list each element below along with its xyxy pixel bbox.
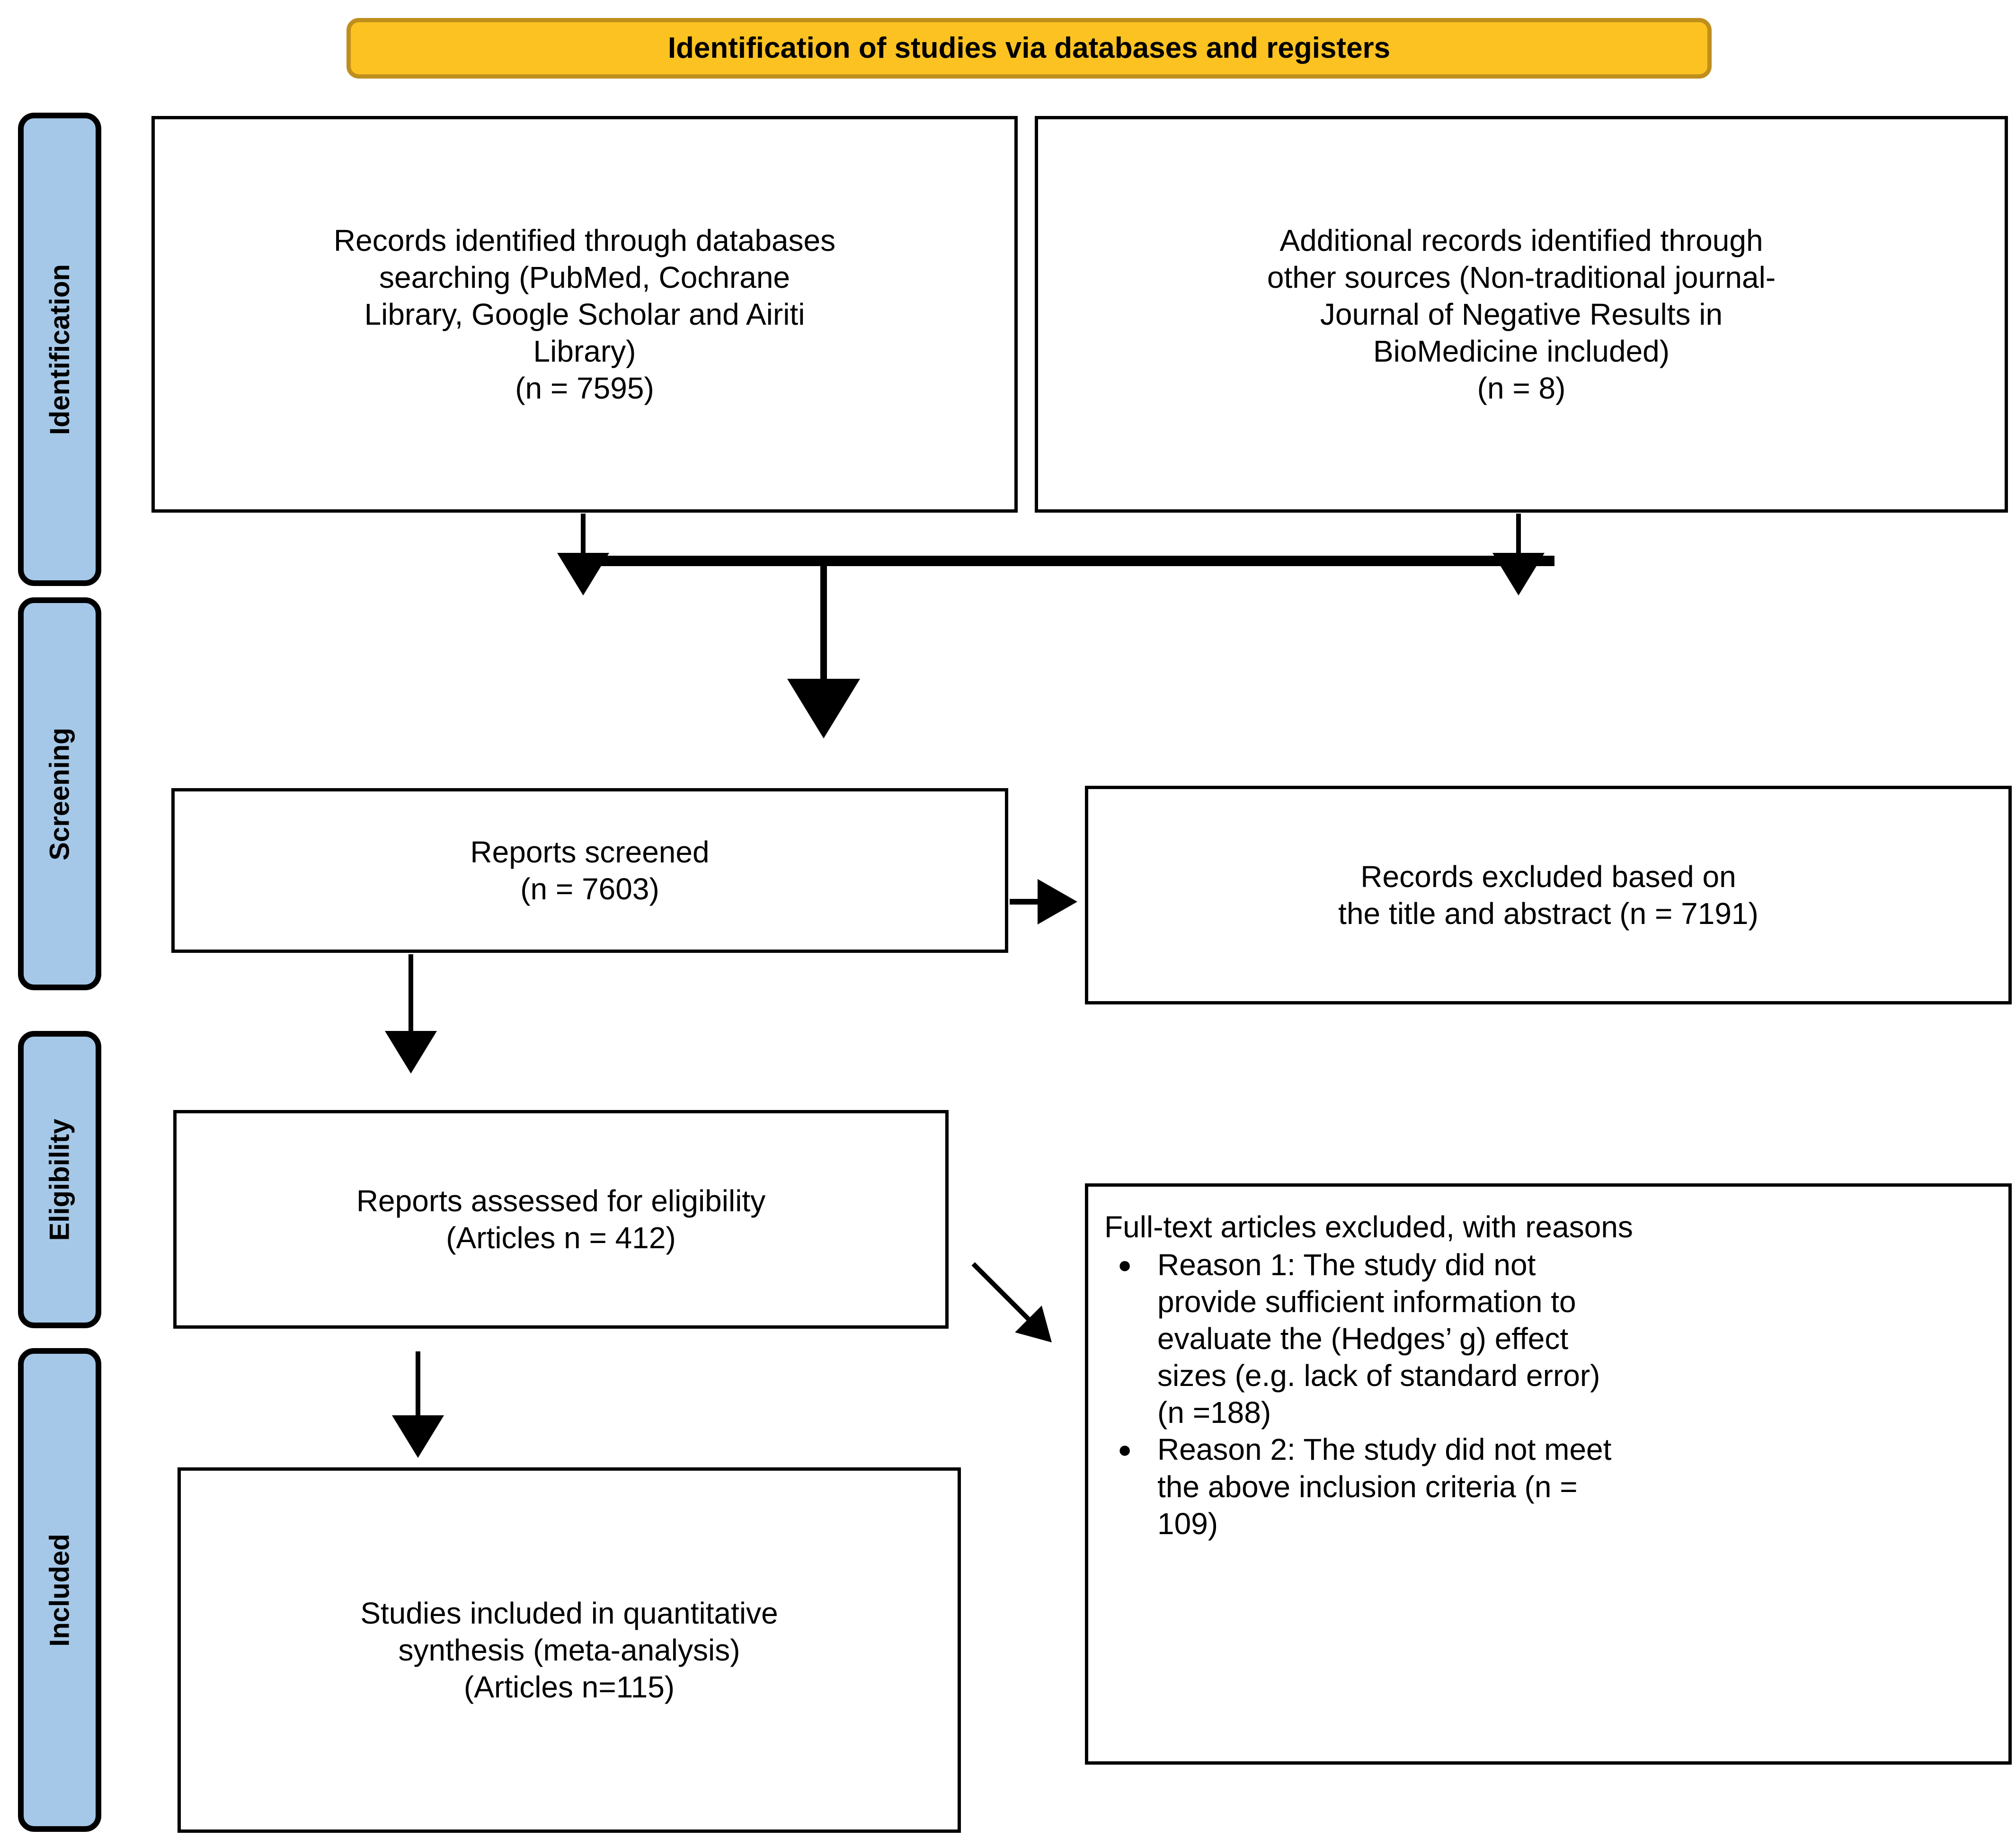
stage-label-screening-text: Screening [44, 727, 75, 861]
excluded-reason-item: ● Reason 1: The study did not provide su… [1104, 1246, 1994, 1431]
stage-label-eligibility-text: Eligibility [44, 1119, 75, 1241]
stage-label-eligibility: Eligibility [18, 1031, 101, 1328]
box-additional-records: Additional records identified through ot… [1035, 116, 2008, 513]
excluded-reason-item: ● Reason 2: The study did not meet the a… [1104, 1431, 1994, 1542]
stage-label-identification: Identification [18, 113, 101, 586]
stage-label-screening: Screening [18, 597, 101, 990]
arrow-assessed-to-fulltext-excluded [971, 1262, 1052, 1342]
box-reports-screened-text: Reports screened (n = 7603) [470, 835, 710, 906]
excluded-reason-1-text: Reason 1: The study did not provide suff… [1157, 1248, 1600, 1430]
box-records-identified: Records identified through databases sea… [151, 116, 1018, 513]
excluded-reasons-list: Full-text articles excluded, with reason… [1104, 1208, 1994, 1542]
stage-label-included-text: Included [44, 1533, 75, 1647]
box-records-excluded: Records excluded based on the title and … [1085, 786, 2012, 1004]
excluded-reasons-heading: Full-text articles excluded, with reason… [1104, 1210, 1633, 1244]
box-studies-included: Studies included in quantitative synthes… [178, 1467, 961, 1833]
banner-title: Identification of studies via databases … [667, 32, 1391, 65]
box-studies-included-text: Studies included in quantitative synthes… [360, 1596, 778, 1705]
box-full-text-excluded: Full-text articles excluded, with reason… [1085, 1183, 2012, 1765]
box-reports-screened: Reports screened (n = 7603) [171, 788, 1008, 953]
box-records-identified-text: Records identified through databases sea… [333, 223, 836, 406]
bullet-icon: ● [1118, 1436, 1132, 1463]
box-reports-assessed-text: Reports assessed for eligibility (Articl… [356, 1183, 766, 1255]
stage-label-identification-text: Identification [44, 264, 75, 435]
bullet-icon: ● [1118, 1252, 1132, 1279]
box-additional-records-text: Additional records identified through ot… [1267, 223, 1776, 406]
excluded-reason-2-text: Reason 2: The study did not meet the abo… [1157, 1432, 1612, 1541]
box-reports-assessed: Reports assessed for eligibility (Articl… [173, 1110, 949, 1329]
stage-label-included: Included [18, 1348, 101, 1832]
box-records-excluded-text: Records excluded based on the title and … [1338, 859, 1758, 931]
diagram-header-banner: Identification of studies via databases … [346, 18, 1712, 79]
